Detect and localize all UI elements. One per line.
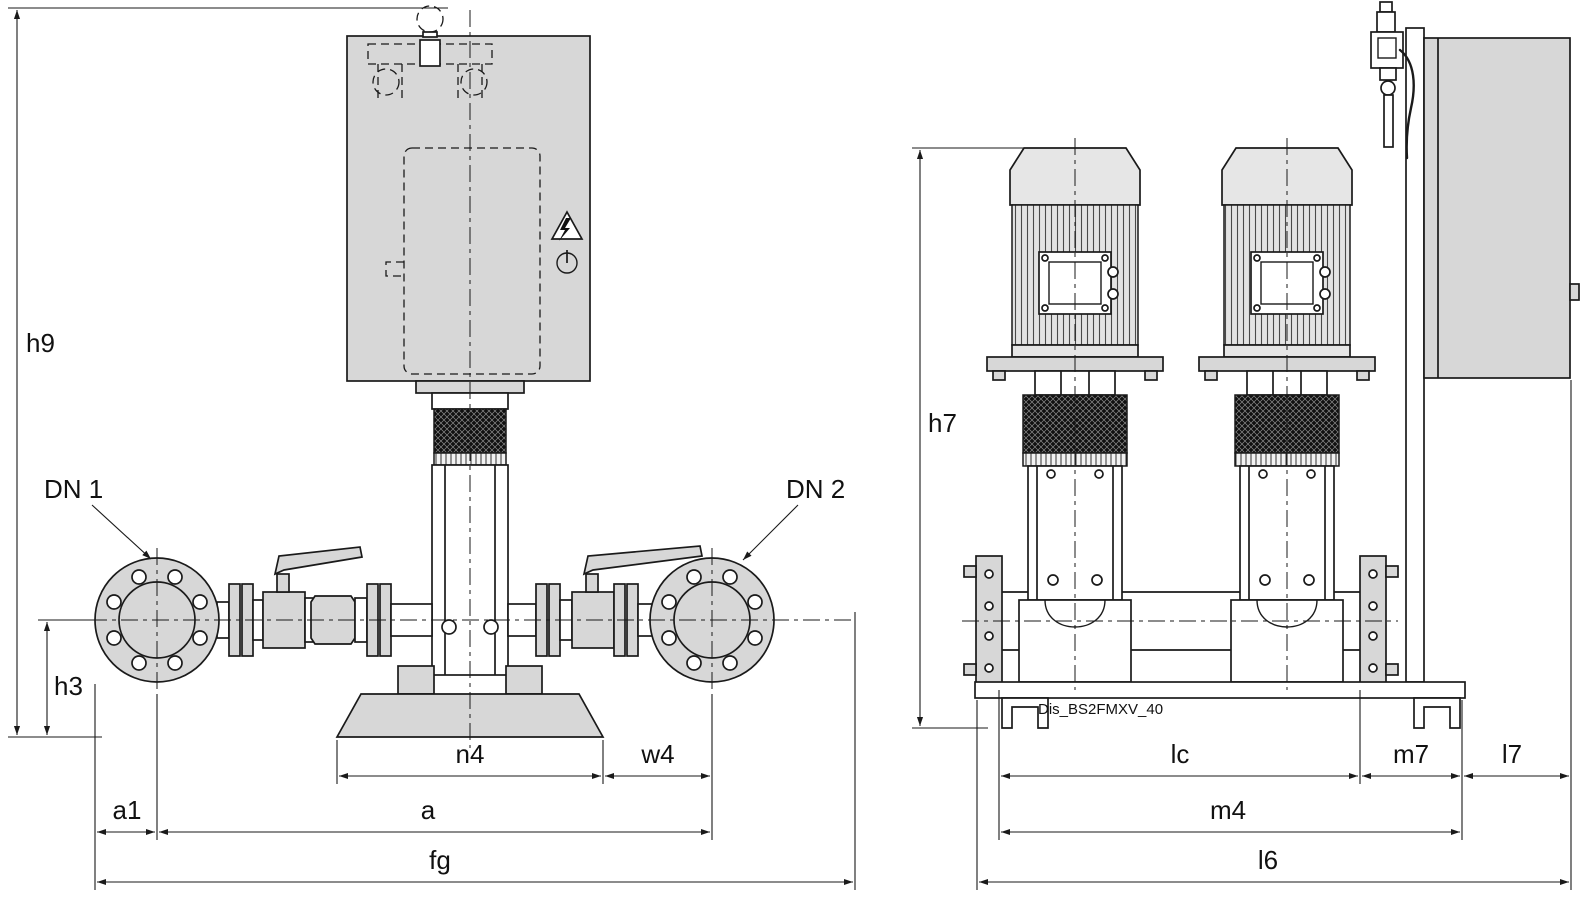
sensor-cable	[1398, 48, 1415, 160]
base-foot-left	[1001, 697, 1049, 729]
dim-label-a: a	[421, 795, 436, 825]
base-frame	[974, 681, 1466, 729]
pump-2	[1198, 147, 1376, 683]
dimensions-side: h7 lc m7 l7 m4 l6	[912, 147, 1572, 890]
base-foot-right	[1413, 697, 1461, 729]
dim-label-m7: m7	[1393, 739, 1429, 769]
cabinet-knob	[1569, 283, 1580, 301]
centerlines-side	[962, 138, 1398, 690]
gauge-port	[441, 619, 457, 635]
terminal-box	[1250, 251, 1331, 315]
dim-label-a1: a1	[113, 795, 142, 825]
valve-lever	[582, 545, 704, 576]
pump-column-front	[397, 380, 543, 695]
dim-label-lc: lc	[1171, 739, 1190, 769]
dim-label-w4: w4	[640, 739, 674, 769]
dim-label-h7: h7	[928, 408, 957, 438]
dimensions-front: h9 h3 DN 1 DN 2 n4 w4 a1	[8, 7, 856, 890]
dim-label-fg: fg	[429, 845, 451, 875]
main-switch-icon	[556, 250, 578, 274]
terminal-box	[1038, 251, 1119, 315]
pump-1	[986, 147, 1164, 683]
bolt-holes	[661, 569, 763, 671]
hazard-voltage-icon	[550, 210, 584, 241]
lifting-eyebolt	[416, 5, 444, 38]
control-cabinet-front	[346, 35, 591, 382]
bolt-holes	[106, 569, 208, 671]
lifting-bracket-dashed	[367, 39, 493, 98]
drawing-id-label: Dis_BS2FMXV_40	[1038, 701, 1163, 718]
valve-lever	[273, 546, 364, 576]
suction-pipework	[216, 546, 433, 657]
dim-label-n4: n4	[456, 739, 485, 769]
pressure-transmitter	[1370, 1, 1415, 160]
dim-label-l7: l7	[1502, 739, 1522, 769]
dim-label-h3: h3	[54, 671, 83, 701]
label-dn2: DN 2	[786, 474, 845, 504]
centerlines-front	[90, 10, 856, 748]
side-view: Dis_BS2FMXV_40 h7 lc m7 l7 m4	[912, 1, 1580, 890]
gauge-port	[483, 619, 499, 635]
label-dn1: DN 1	[44, 474, 103, 504]
dim-label-m4: m4	[1210, 795, 1246, 825]
control-cabinet-side	[1423, 37, 1580, 379]
dim-label-h9: h9	[26, 328, 55, 358]
front-view: h9 h3 DN 1 DN 2 n4 w4 a1	[8, 5, 856, 890]
dim-label-l6: l6	[1258, 845, 1278, 875]
cabinet-door-dashed	[385, 147, 541, 375]
